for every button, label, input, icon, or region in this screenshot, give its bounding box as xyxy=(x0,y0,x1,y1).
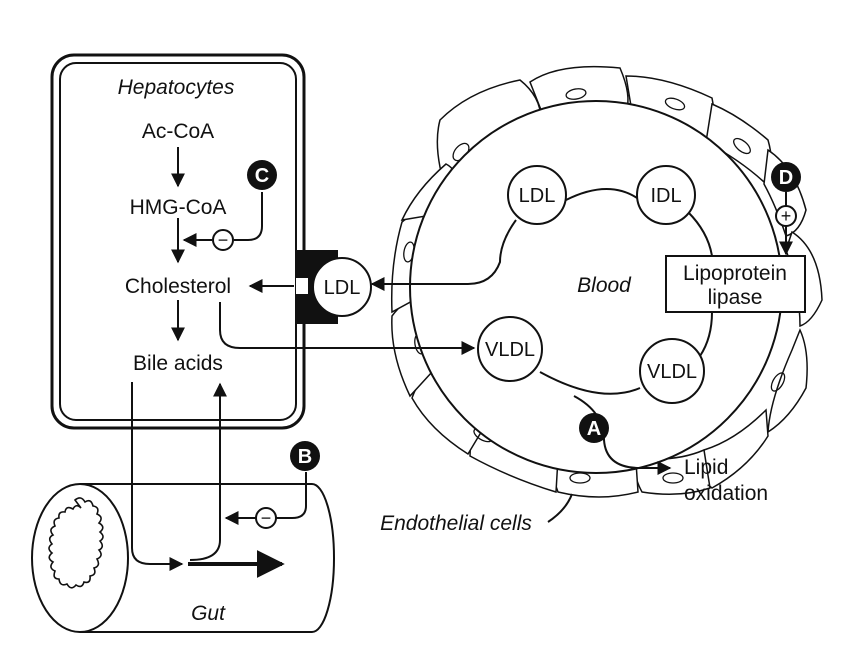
gut-body xyxy=(80,483,335,633)
activator-d-plus-sign: + xyxy=(781,206,792,226)
badge-a-label: A xyxy=(587,418,601,440)
lipid-oxidation-arrow xyxy=(573,395,672,475)
ldl-receptor-particle xyxy=(312,257,372,317)
badge-b xyxy=(290,441,320,471)
hepatocyte-inner-wall xyxy=(59,62,297,421)
ldl-blood-particle xyxy=(507,165,567,225)
vldl-left-particle xyxy=(477,316,543,382)
idl-particle xyxy=(636,165,696,225)
inhibitor-b-minus xyxy=(255,507,277,529)
cell-nuclei xyxy=(403,88,804,484)
gut-lumen xyxy=(48,497,104,589)
vldl-left-label: VLDL xyxy=(485,339,535,361)
vldl-right-label: VLDL xyxy=(647,361,697,383)
cholesterol-to-vldl-arrow xyxy=(219,302,476,355)
inhibitor-c-minus xyxy=(212,229,234,251)
lipase-link-lower xyxy=(699,311,713,357)
badge-d xyxy=(771,162,801,192)
gut-label: Gut xyxy=(191,602,226,625)
bile-acids-label: Bile acids xyxy=(133,352,223,375)
lipid-oxidation-line1: Lipid xyxy=(684,456,728,479)
lipid-oxidation-line2: oxidation xyxy=(684,482,768,505)
receptor-gap xyxy=(296,278,308,294)
ldl-receptor-label: LDL xyxy=(324,277,361,299)
lipase-link-upper xyxy=(687,211,713,257)
lipoprotein-lipase-box xyxy=(665,255,806,313)
vldl-right-particle xyxy=(639,338,705,404)
idl-to-ldl-link xyxy=(565,188,641,201)
badge-b-label: B xyxy=(298,446,312,468)
gut-opening xyxy=(31,483,129,633)
badge-d-label: D xyxy=(779,167,793,189)
badge-c xyxy=(247,160,277,190)
lipoprotein-label-line2: lipase xyxy=(708,286,763,309)
badge-c-label: C xyxy=(255,165,269,187)
cholesterol-label: Cholesterol xyxy=(125,275,231,298)
endothelial-pointer xyxy=(547,493,573,523)
hepatocyte-outer-wall xyxy=(50,53,306,430)
bile-to-gut-arrow xyxy=(131,382,184,571)
inhibitor-c-minus-sign: − xyxy=(218,230,229,250)
hepatocytes-label: Hepatocytes xyxy=(118,76,235,99)
idl-label: IDL xyxy=(650,185,681,207)
inhibitor-b-minus-sign: − xyxy=(261,508,272,528)
badge-a xyxy=(579,413,609,443)
inhibitor-b-line xyxy=(276,472,307,519)
vldl-to-ldl-loop xyxy=(539,371,641,395)
endothelial-cells-label: Endothelial cells xyxy=(380,512,532,535)
lipoprotein-label-line1: Lipoprotein xyxy=(683,262,787,285)
gut-to-bile-return-arrow xyxy=(189,382,227,561)
ac-coa-label: Ac-CoA xyxy=(142,120,214,143)
ldl-blood-label: LDL xyxy=(519,185,556,207)
hmg-coa-label: HMG-CoA xyxy=(130,196,227,219)
ldl-to-receptor-arrow xyxy=(370,219,517,291)
ldl-receptor xyxy=(296,250,338,324)
inhibitor-c-line xyxy=(234,192,263,241)
blood-label: Blood xyxy=(577,274,632,297)
